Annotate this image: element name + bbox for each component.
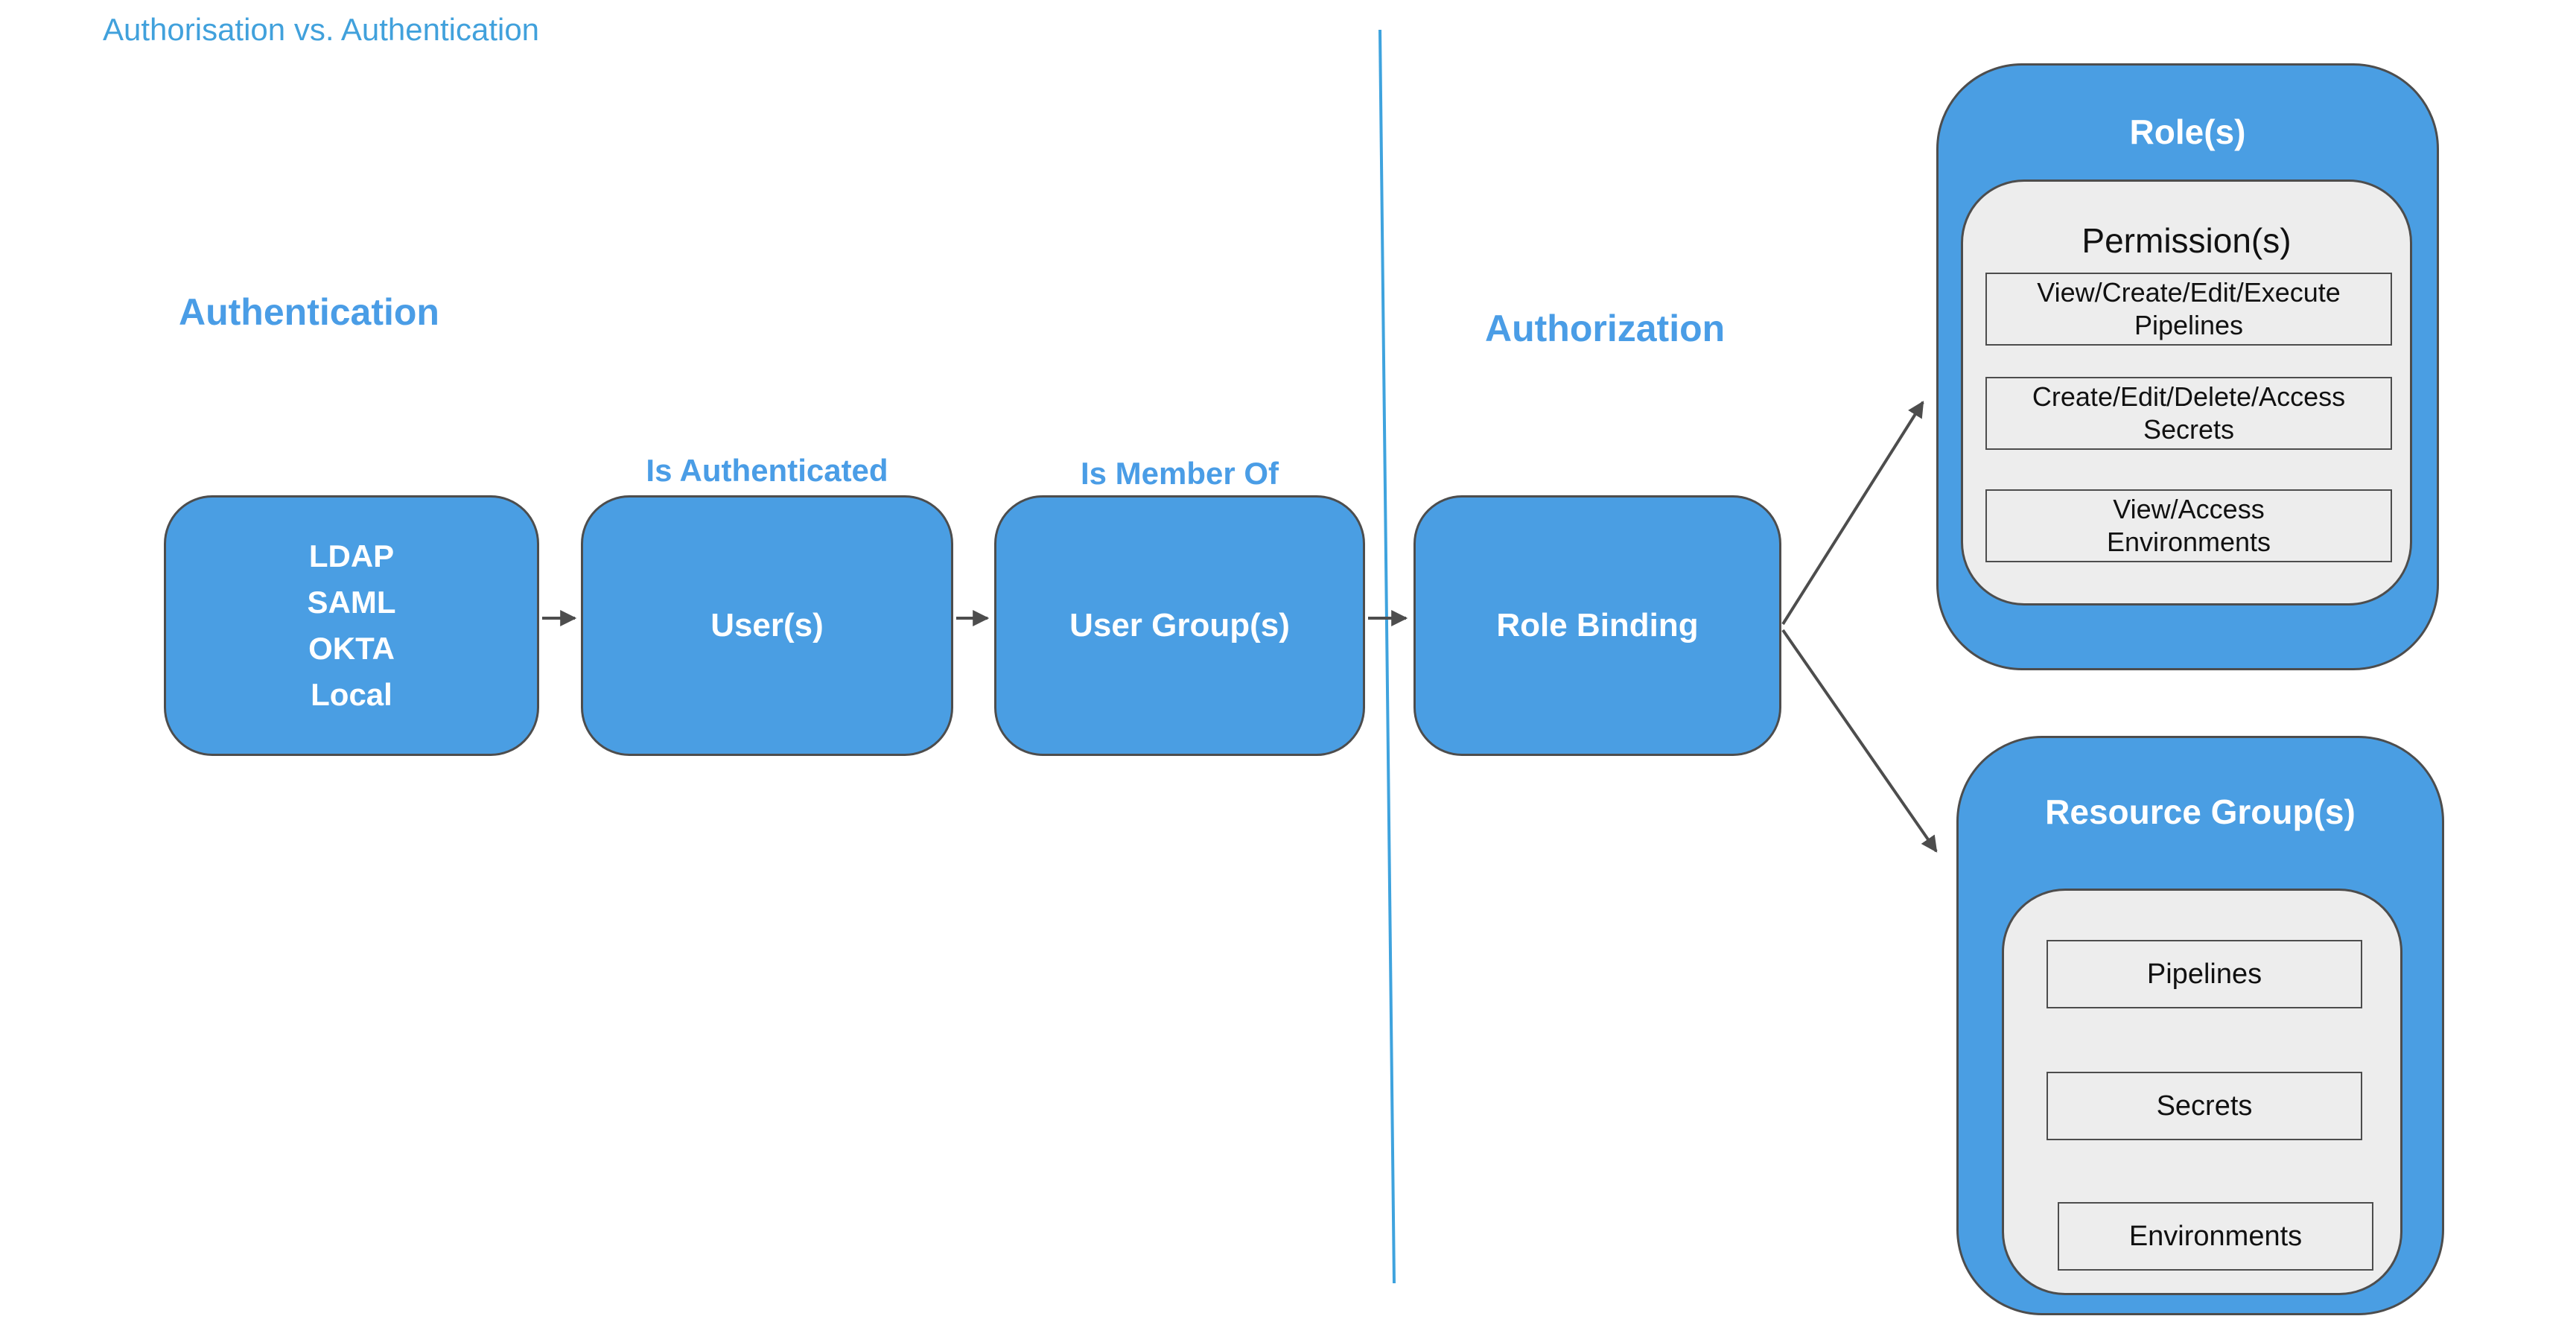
arrow-role-binding-to-roles <box>1781 401 1924 626</box>
section-divider-line <box>1378 29 1396 1284</box>
permission-item-secrets-line2: Secrets <box>2143 414 2235 445</box>
resource-groups-header: Resource Group(s) <box>2045 792 2356 831</box>
permission-item-pipelines-line2: Pipelines <box>2134 310 2244 340</box>
permission-item-environments: View/Access Environments <box>1985 489 2392 562</box>
roles-header: Role(s) <box>2129 112 2246 151</box>
arrow-role-binding-to-resource-groups <box>1781 629 1938 853</box>
users-node: User(s) <box>581 495 953 756</box>
user-groups-node: User Group(s) <box>994 495 1365 756</box>
resources-panel: Pipelines Secrets Environments <box>2002 889 2402 1295</box>
permissions-heading: Permission(s) <box>2082 221 2292 260</box>
idp-line-local: Local <box>311 677 392 712</box>
user-groups-node-label: User Group(s) <box>1069 607 1290 643</box>
edge-label-is-authenticated: Is Authenticated <box>646 453 888 488</box>
resource-item-pipelines-label: Pipelines <box>2146 958 2262 990</box>
roles-container: Role(s) Permission(s) View/Create/Edit/E… <box>1936 63 2439 670</box>
permission-item-pipelines-line1: View/Create/Edit/Execute <box>2037 277 2341 308</box>
resource-item-secrets: Secrets <box>2047 1072 2362 1140</box>
resource-item-pipelines: Pipelines <box>2047 940 2362 1008</box>
idp-line-saml: SAML <box>307 585 396 620</box>
resource-item-secrets-label: Secrets <box>2156 1090 2253 1122</box>
authorization-section-header: Authorization <box>1485 308 1726 349</box>
role-binding-node: Role Binding <box>1413 495 1781 756</box>
authentication-section-header: Authentication <box>179 291 439 333</box>
edge-label-is-member-of: Is Member Of <box>1080 456 1279 491</box>
permission-item-pipelines: View/Create/Edit/Execute Pipelines <box>1985 273 2392 346</box>
resource-item-environments-label: Environments <box>2128 1220 2303 1252</box>
permission-item-environments-line2: Environments <box>2106 527 2271 557</box>
resource-groups-container: Resource Group(s) Pipelines Secrets Envi… <box>1956 736 2444 1315</box>
permissions-panel: Permission(s) View/Create/Edit/Execute P… <box>1961 179 2412 606</box>
permission-item-environments-line1: View/Access <box>2113 494 2265 524</box>
idp-line-ldap: LDAP <box>308 538 395 573</box>
idp-line-okta: OKTA <box>308 631 395 666</box>
permission-item-secrets: Create/Edit/Delete/Access Secrets <box>1985 377 2392 450</box>
slide-title: Authorisation vs. Authentication <box>103 12 540 47</box>
users-node-label: User(s) <box>710 607 824 643</box>
permission-item-secrets-line1: Create/Edit/Delete/Access <box>2032 381 2346 412</box>
identity-providers-node: LDAP SAML OKTA Local <box>164 495 539 756</box>
role-binding-node-label: Role Binding <box>1496 607 1699 643</box>
resource-item-environments: Environments <box>2058 1202 2373 1271</box>
